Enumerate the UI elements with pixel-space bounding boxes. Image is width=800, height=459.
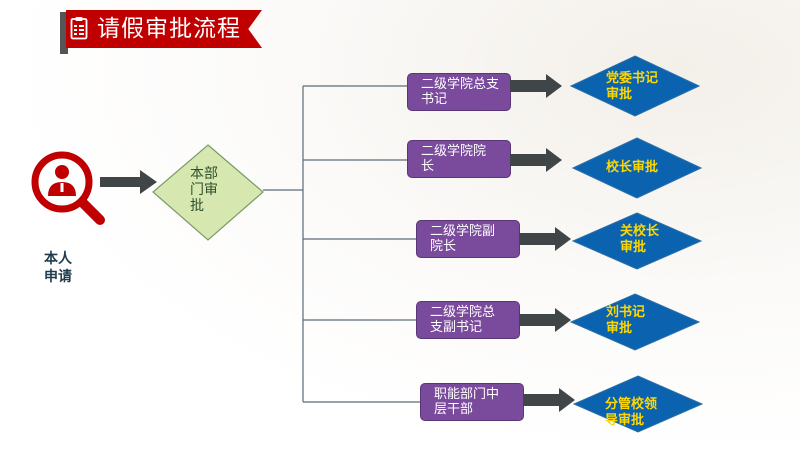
label-line: 分管校领 xyxy=(605,397,658,412)
role-box-3: 二级学院副 院长 xyxy=(416,220,520,258)
label-line: 本人 xyxy=(44,251,72,267)
role-box-1: 二级学院总支 书记 xyxy=(407,73,511,111)
arrow-to-dept xyxy=(100,170,157,194)
approver-label-4: 刘书记 审批 xyxy=(606,305,645,337)
label-line: 书记 xyxy=(421,92,448,107)
label-line: 审批 xyxy=(606,87,633,102)
label-line: 审批 xyxy=(620,240,647,255)
label-line: 院长 xyxy=(430,239,457,254)
role-box-5: 职能部门中 层干部 xyxy=(420,383,524,421)
page-title: 请假审批流程 xyxy=(97,16,241,42)
label-line: 层干部 xyxy=(434,402,474,417)
approver-label-3: 关校长 审批 xyxy=(620,224,659,256)
label-line: 本部 xyxy=(190,166,218,182)
label-line: 申请 xyxy=(44,269,72,285)
person-search-icon xyxy=(31,151,105,225)
label-line: 党委书记 xyxy=(606,71,659,86)
label-line: 二级学院副 xyxy=(430,224,496,239)
label-line: 二级学院总 xyxy=(430,305,496,320)
label-line: 刘书记 xyxy=(606,305,646,320)
role-box-4: 二级学院总 支副书记 xyxy=(416,301,520,339)
label-line: 门审 xyxy=(190,182,218,198)
dept-approval-label: 本部 门审 批 xyxy=(190,166,226,214)
arrow-right-icon xyxy=(519,227,571,251)
clipboard-icon xyxy=(70,17,88,40)
approver-diamond-4 xyxy=(570,293,700,351)
label-line: 职能部门中 xyxy=(434,387,500,402)
arrow-right-icon xyxy=(510,148,562,172)
title-banner xyxy=(66,10,262,48)
label-line: 二级学院院 xyxy=(421,144,487,159)
dept-approval-diamond xyxy=(152,144,264,241)
label-line: 支副书记 xyxy=(430,320,483,335)
label-line: 关校长 xyxy=(620,224,660,239)
approver-diamond-5 xyxy=(573,375,703,433)
approver-diamond-2 xyxy=(572,137,702,199)
arrow-right-icon xyxy=(519,308,571,332)
label-line: 二级学院总支 xyxy=(421,77,500,92)
label-line: 长 xyxy=(421,159,435,174)
role-box-2: 二级学院院 长 xyxy=(407,140,511,178)
label-line: 导审批 xyxy=(605,413,645,428)
label-line: 校长审批 xyxy=(606,160,659,175)
approver-diamond-3 xyxy=(572,212,702,270)
label-line: 审批 xyxy=(606,321,633,336)
approver-label-1: 党委书记 审批 xyxy=(606,71,658,103)
approver-label-5: 分管校领 导审批 xyxy=(605,397,657,429)
banner-shadow xyxy=(60,12,68,54)
approver-label-2: 校长审批 xyxy=(606,160,658,176)
arrow-right-icon xyxy=(510,74,562,98)
arrow-right-icon xyxy=(523,388,575,412)
label-line: 批 xyxy=(190,198,204,214)
approver-diamond-1 xyxy=(570,55,700,117)
self-apply-label: 本人 申请 xyxy=(44,250,78,286)
